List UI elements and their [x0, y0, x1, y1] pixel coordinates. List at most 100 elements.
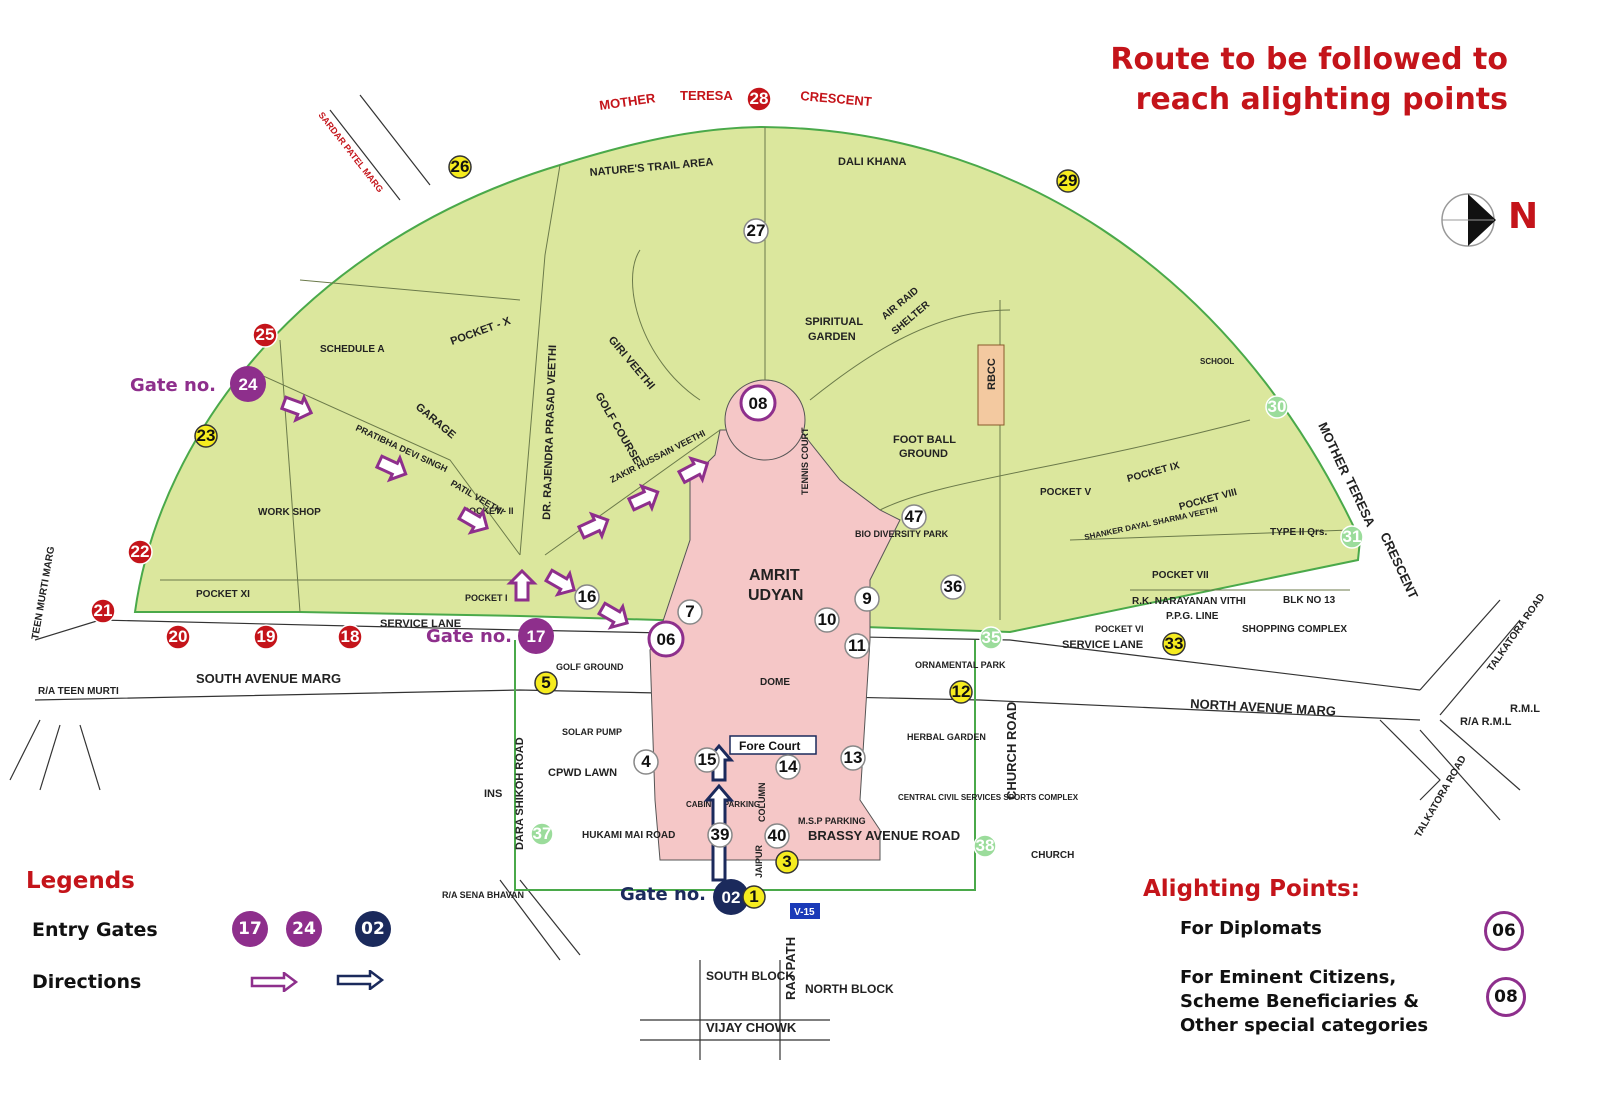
alighting-diplomats: For Diplomats [1180, 918, 1322, 939]
gate-marker-40: 40 [764, 823, 790, 849]
entry-gate-24: 24 [230, 366, 266, 402]
gate-marker-label: 5 [541, 673, 550, 692]
label-herbal: HERBAL GARDEN [907, 732, 986, 742]
label-garden: GARDEN [808, 331, 856, 343]
gate-marker-12: 12 [949, 680, 973, 704]
alighting-marker-08: 08 [739, 384, 777, 422]
gate-marker-label: 39 [711, 825, 730, 844]
label-rbcc: RBCC [986, 358, 998, 390]
label-v15: V-15 [794, 907, 815, 918]
gate-marker-label: 28 [750, 89, 769, 108]
label-football: FOOT BALL [893, 434, 956, 446]
gate-marker-label: 31 [1343, 527, 1362, 546]
label-blk-13: BLK NO 13 [1283, 595, 1336, 606]
label-tennis-court: TENNIS COURT [800, 427, 810, 495]
label-jaipur: JAIPUR [754, 844, 764, 878]
gate-marker-label: 7 [685, 602, 694, 621]
svg-text:06: 06 [657, 630, 676, 649]
gate-marker-20: 20 [165, 624, 191, 650]
gate-marker-label: 29 [1059, 171, 1078, 190]
alighting-eminent-line-2: Scheme Beneficiaries & [1180, 991, 1420, 1012]
label-pocket-v: POCKET V [1040, 487, 1091, 498]
label-ornamental: ORNAMENTAL PARK [915, 660, 1006, 670]
gate-marker-label: 27 [747, 221, 766, 240]
gate-marker-19: 19 [253, 624, 279, 650]
road-label-mt-3: CRESCENT [800, 88, 873, 109]
road-label-church-road: CHURCH ROAD [1004, 702, 1019, 800]
gate-marker-label: 33 [1165, 634, 1184, 653]
gate-marker-39: 39 [707, 822, 733, 848]
gate-marker-label: 26 [451, 157, 470, 176]
legend-arrow-purple-icon [250, 972, 299, 992]
gate-marker-label: 35 [982, 628, 1001, 647]
road-label-vijay-chowk: VIJAY CHOWK [706, 1020, 797, 1035]
label-pocket-ii: POCKET - II [463, 506, 514, 516]
alighting-title: Alighting Points: [1143, 876, 1360, 902]
gate-marker-25: 25 [252, 322, 278, 348]
gate-marker-label: 30 [1268, 397, 1287, 416]
gate-marker-1: 1 [742, 885, 766, 909]
gate-marker-23: 23 [194, 424, 218, 448]
label-school: SCHOOL [1200, 357, 1234, 366]
page-title-line-1: Route to be followed to [1110, 42, 1508, 77]
gate-marker-18: 18 [337, 624, 363, 650]
gate-marker-9: 9 [854, 586, 880, 612]
page-title-line-2: reach alighting points [1135, 82, 1508, 117]
gate-marker-15: 15 [694, 747, 720, 773]
gate-marker-30: 30 [1265, 395, 1289, 419]
gate-marker-35: 35 [979, 626, 1003, 650]
gate-marker-label: 40 [768, 826, 787, 845]
label-dome: DOME [760, 677, 790, 688]
label-ground: GROUND [899, 448, 948, 460]
gate-marker-28: 28 [746, 86, 772, 112]
gate-marker-4: 4 [633, 749, 659, 775]
road-label-mt-2: TERESA [680, 88, 733, 103]
gate-marker-38: 38 [973, 834, 997, 858]
gate-marker-31: 31 [1340, 525, 1364, 549]
gate-marker-label: 22 [131, 542, 150, 561]
label-south-block: SOUTH BLOCK [706, 969, 794, 983]
gate-marker-33: 33 [1162, 632, 1186, 656]
gate-marker-26: 26 [448, 155, 472, 179]
legend-gate-17: 17 [232, 911, 268, 947]
label-ra-rml: R/A R.M.L [1460, 716, 1512, 728]
legend-arrow-navy-icon [336, 970, 385, 990]
gate-marker-label: 9 [862, 589, 871, 608]
gate-marker-label: 4 [641, 752, 651, 771]
gate-marker-37: 37 [530, 822, 554, 846]
svg-text:02: 02 [722, 888, 741, 907]
label-spiritual: SPIRITUAL [805, 316, 863, 328]
road-label-brassy: BRASSY AVENUE ROAD [808, 828, 960, 843]
road-label-south-avenue: SOUTH AVENUE MARG [196, 671, 341, 686]
gate-marker-label: 14 [779, 757, 798, 776]
gate-marker-label: 38 [976, 836, 995, 855]
gate-marker-label: 10 [818, 610, 837, 629]
label-dali-khana: DALI KHANA [838, 156, 906, 168]
road-label-rk-narayanan: R.K. NARAYANAN VITHI [1132, 596, 1246, 607]
label-fore-court: Fore Court [739, 739, 800, 753]
road-label-service-lane-left: SERVICE LANE [380, 618, 461, 630]
svg-text:08: 08 [749, 394, 768, 413]
label-pocket-vii: POCKET VII [1152, 570, 1209, 581]
road-label-hukami-mai: HUKAMI MAI ROAD [582, 830, 675, 841]
label-north-block: NORTH BLOCK [805, 982, 894, 996]
label-type-ii: TYPE II Qrs. [1270, 527, 1327, 538]
gate-marker-47: 47 [901, 504, 927, 530]
svg-text:17: 17 [527, 627, 546, 646]
gate-marker-label: 23 [197, 426, 216, 445]
alighting-eminent-marker: 08 [1486, 977, 1526, 1017]
label-msp-parking: M.S.P PARKING [798, 816, 866, 826]
label-column: COLUMN [757, 783, 767, 823]
label-civil-services: CENTRAL CIVIL SERVICES SPORTS COMPLEX [898, 793, 1079, 802]
label-ins: INS [484, 788, 502, 800]
label-ra-sena: R/A SENA BHAVAN [442, 890, 524, 900]
fore-court-box [729, 735, 817, 755]
label-bio-diversity: BIO DIVERSITY PARK [855, 529, 949, 539]
road-label-raj-path: RAJ PATH [783, 937, 798, 1000]
gate-marker-label: 1 [749, 887, 758, 906]
gate-marker-11: 11 [844, 633, 870, 659]
road-label-mt-right-3: CRESCENT [1377, 530, 1421, 601]
gate-marker-label: 20 [169, 627, 188, 646]
gate-marker-label: 13 [844, 748, 863, 767]
legend-title: Legends [26, 868, 135, 894]
